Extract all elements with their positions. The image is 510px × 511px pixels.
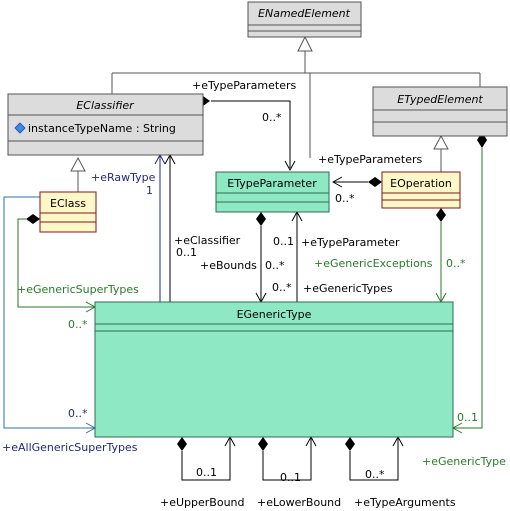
etypearguments-loop xyxy=(349,437,399,481)
eoperation-composition-diamond xyxy=(368,177,382,187)
label-erawtype: +eRawType xyxy=(91,171,156,184)
label-mult-01-type: 0..1 xyxy=(457,411,478,424)
egenericsupertypes-line xyxy=(17,218,95,308)
label-ebounds: +eBounds xyxy=(200,259,257,272)
label-mult-0star-top: 0..* xyxy=(262,111,282,124)
label-mult-0star-all: 0..* xyxy=(68,407,88,420)
label-egenericsupertypes: +eGenericSuperTypes xyxy=(17,283,139,296)
label-eclassifier-role: +eClassifier xyxy=(174,234,241,247)
generalization-arrowhead xyxy=(297,35,313,52)
label-mult-0star-bounds: 0..* xyxy=(265,259,285,272)
label-mult-1: 1 xyxy=(146,184,153,197)
enamed-element-name: ENamedElement xyxy=(258,7,351,20)
attribute-icon xyxy=(14,122,26,134)
eclassifier-name: EClassifier xyxy=(76,99,135,112)
eoperation-generalization-arrowhead xyxy=(433,134,449,150)
etyped-element-name: ETypedElement xyxy=(397,93,483,106)
enamed-element-class[interactable]: ENamedElement xyxy=(247,1,362,38)
label-mult-01-classifier: 0..1 xyxy=(176,246,197,259)
label-eallgenericsupertypes: +eAllGenericSuperTypes xyxy=(2,441,138,454)
label-mult-01-upper: 0..1 xyxy=(196,466,217,479)
label-mult-0star-args: 0..* xyxy=(365,468,385,481)
label-etypeparameter-role: +eTypeParameter xyxy=(301,236,400,249)
label-etypeparameters-top: +eTypeParameters xyxy=(192,79,296,92)
eoperation-etypeparameters-arrowhead xyxy=(331,176,343,188)
label-egenericexceptions: +eGenericExceptions xyxy=(314,257,433,270)
etyped-element-class[interactable]: ETypedElement xyxy=(372,86,508,137)
eclassifier-etypeparameters-line xyxy=(211,100,291,168)
etype-parameter-class[interactable]: ETypeParameter xyxy=(215,171,330,213)
eupperbound-loop xyxy=(181,437,231,481)
elowerbound-diamond xyxy=(258,437,268,451)
label-egenerictypes: +eGenericTypes xyxy=(303,282,393,295)
egenerictype-line xyxy=(453,148,483,429)
eupperbound-diamond xyxy=(177,437,187,451)
association-labels: +eTypeParameters 0..* +eTypeParameters 0… xyxy=(2,79,506,509)
label-mult-0star-super: 0..* xyxy=(68,318,88,331)
egenericsupertypes-diamond xyxy=(26,214,40,224)
label-mult-0star-exc: 0..* xyxy=(446,257,466,270)
label-etypearguments: +eTypeArguments xyxy=(354,496,456,509)
label-mult-0star-op: 0..* xyxy=(335,192,355,205)
connectors xyxy=(3,35,487,481)
label-egenerictype: +eGenericType xyxy=(422,455,506,468)
eoperation-name: EOperation xyxy=(390,177,452,190)
etypeparameters-arrowhead xyxy=(284,160,296,172)
eclassifier-attribute: instanceTypeName : String xyxy=(28,122,176,135)
eoperation-class[interactable]: EOperation xyxy=(381,171,461,209)
eclass-generalization-arrowhead xyxy=(70,156,86,172)
label-mult-0star-generic: 0..* xyxy=(272,281,292,294)
egeneric-type-name: EGenericType xyxy=(237,308,312,321)
etypearguments-diamond xyxy=(345,437,355,451)
eallgenericsupertypes-line xyxy=(3,196,95,429)
etype-parameter-name: ETypeParameter xyxy=(227,177,317,190)
eclass-name: EClass xyxy=(50,197,86,210)
egeneric-type-class[interactable]: EGenericType xyxy=(94,301,454,438)
eclassifier-class[interactable]: EClassifier instanceTypeName : String xyxy=(7,93,204,156)
label-mult-01-lower: 0..1 xyxy=(280,471,301,484)
label-eupperbound: +eUpperBound xyxy=(160,496,245,509)
generalization-enamed-element xyxy=(111,51,481,158)
eclass-class[interactable]: EClass xyxy=(39,191,97,233)
label-etypeparameters-op: +eTypeParameters xyxy=(318,153,422,166)
elowerbound-loop xyxy=(262,437,312,481)
ebounds-diamond xyxy=(256,212,266,226)
egenericexceptions-diamond xyxy=(436,208,446,222)
label-mult-01-typeparam: 0..1 xyxy=(273,235,294,248)
label-elowerbound: +eLowerBound xyxy=(257,496,341,509)
